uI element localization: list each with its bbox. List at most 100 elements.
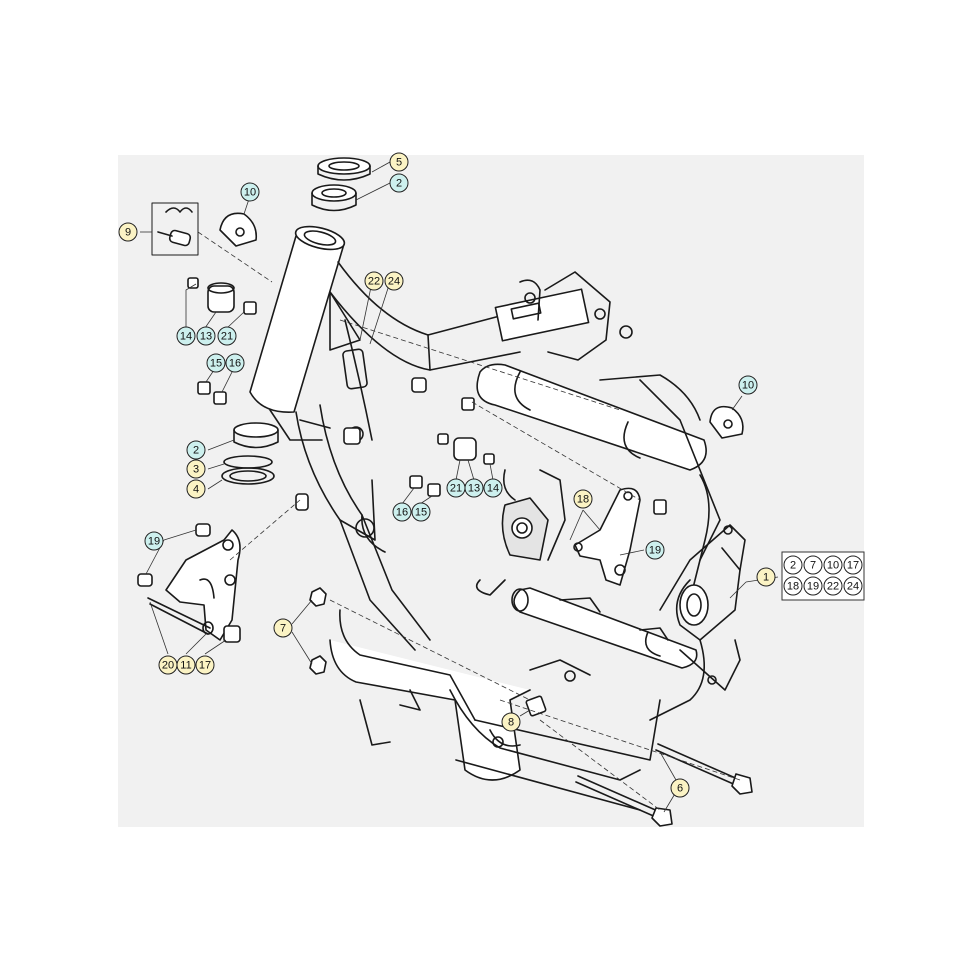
callout-label: 3: [193, 464, 199, 476]
callout-circle: [411, 502, 431, 522]
callout-label: 19: [148, 536, 160, 548]
callout-c10b: 10: [738, 375, 758, 395]
callout-label: 11: [180, 660, 191, 672]
lower-cross-member: [511, 587, 698, 682]
callout-c18: 18: [573, 489, 593, 509]
long-bolts-6: [575, 743, 753, 827]
callout-label: 16: [229, 358, 241, 370]
nuts-7: [309, 587, 327, 675]
callout-c15a: 15: [206, 353, 226, 373]
swingarm-pivot: [475, 469, 566, 596]
callout-c6: 6: [670, 778, 690, 798]
callout-circle: [176, 326, 196, 346]
callout-c7: 7: [273, 618, 293, 638]
callout-circle: [176, 655, 196, 675]
callout-label: 14: [180, 331, 192, 343]
callout-c19a: 19: [645, 540, 665, 560]
kit-item-circle: [783, 576, 803, 596]
callout-label: 1: [763, 572, 769, 584]
nut-8: [525, 695, 547, 717]
callout-circle: [384, 271, 404, 291]
side-bracket-right: [573, 487, 641, 586]
bushing-set-lower: [343, 377, 667, 515]
callout-c22: 22: [364, 271, 384, 291]
callout-label: 15: [210, 358, 222, 370]
kit-item-label: 7: [810, 560, 816, 572]
kit-item-circle: [823, 576, 843, 596]
callout-circle: [573, 489, 593, 509]
callout-c2a: 2: [389, 173, 409, 193]
kit-item-circle: [843, 576, 863, 596]
callout-label: 22: [368, 276, 380, 288]
callout-c4: 4: [186, 479, 206, 499]
callout-label: 6: [677, 783, 683, 795]
callout-c21b: 21: [446, 478, 466, 498]
callout-c21a: 21: [217, 326, 237, 346]
callout-circle: [196, 326, 216, 346]
callout-label: 18: [577, 494, 589, 506]
frame-assembly: [137, 157, 753, 827]
cable-clamp-right: [709, 405, 744, 439]
kit-item-label: 19: [807, 581, 819, 593]
upper-cross-tube: [476, 363, 721, 601]
callout-c16b: 16: [392, 502, 412, 522]
callout-label: 9: [125, 227, 131, 239]
callout-label: 21: [450, 483, 462, 495]
callout-circle: [756, 567, 776, 587]
callout-label: 10: [244, 187, 256, 199]
rear-frame-right: [644, 524, 746, 721]
callout-c13a: 13: [196, 326, 216, 346]
callout-c24: 24: [384, 271, 404, 291]
kit-item-label: 22: [827, 581, 839, 593]
callout-label: 2: [193, 445, 199, 457]
kit-item-circle: [843, 555, 863, 575]
callout-circle: [217, 326, 237, 346]
kit-item-label: 18: [787, 581, 799, 593]
callout-circle: [186, 479, 206, 499]
kit-item-circle: [783, 555, 803, 575]
bearing-lower: [221, 422, 279, 485]
callout-c8: 8: [501, 712, 521, 732]
main-spar: [329, 261, 633, 441]
callout-circle: [645, 540, 665, 560]
callout-circle: [206, 353, 226, 373]
callout-label: 4: [193, 484, 199, 496]
callout-circle: [186, 459, 206, 479]
callout-circle: [225, 353, 245, 373]
callout-circle: [195, 655, 215, 675]
callout-circle: [240, 182, 260, 202]
callout-label: 24: [388, 276, 400, 288]
callout-c14a: 14: [176, 326, 196, 346]
callout-label: 10: [742, 380, 754, 392]
callout-c9: 9: [118, 222, 138, 242]
callout-label: 17: [199, 660, 211, 672]
bushing-set-upper: [187, 277, 257, 405]
callout-label: 5: [396, 157, 402, 169]
center-pin: [295, 493, 309, 511]
callout-c16a: 16: [225, 353, 245, 373]
left-downtube: [295, 291, 431, 651]
callout-circle: [670, 778, 690, 798]
callout-circle: [273, 618, 293, 638]
callout-c10a: 10: [240, 182, 260, 202]
callout-c20: 20: [158, 655, 178, 675]
kit-item-label: 2: [790, 560, 796, 572]
callout-c17: 17: [195, 655, 215, 675]
callout-circle: [186, 440, 206, 460]
callout-label: 21: [221, 331, 233, 343]
callout-label: 15: [415, 507, 427, 519]
callout-c11: 11: [176, 655, 196, 675]
kit-item-circle: [803, 576, 823, 596]
callout-circle: [389, 152, 409, 172]
callout-label: 7: [280, 623, 286, 635]
callout-circle: [738, 375, 758, 395]
mount-bolts-left: [137, 523, 241, 643]
engine-mount-bracket: [165, 529, 241, 641]
callout-c19b: 19: [144, 531, 164, 551]
callout-circle: [392, 502, 412, 522]
callout-c13b: 13: [464, 478, 484, 498]
